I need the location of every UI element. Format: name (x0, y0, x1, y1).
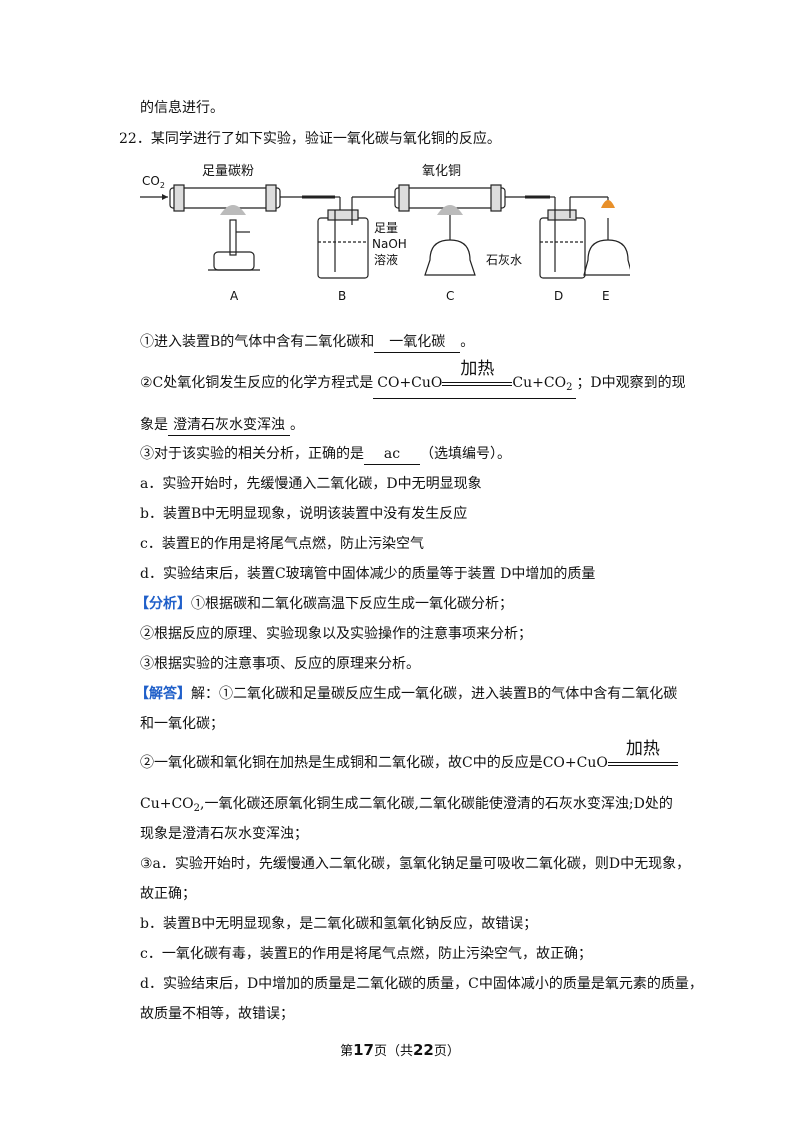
cuo-label: 氧化铜 (422, 164, 461, 179)
answer-blank-1: 一氧化碳 (374, 332, 461, 353)
sub-question-1: ①进入装置B的气体中含有二氧化碳和一氧化碳。 (140, 332, 474, 353)
analysis-1: 【分析】①根据碳和二氧化碳高温下反应生成一氧化碳分析； (135, 596, 513, 612)
page-footer: 第17页（共22页） (340, 1041, 460, 1059)
apparatus-figure: CO2 足量碳粉 氧化铜 足量 NaOH 溶液 石灰水 A B C D E (140, 164, 630, 303)
answer-blank-3: 澄清石灰水变浑浊 (168, 415, 290, 436)
label-c: C (446, 289, 454, 303)
continuation-line: 的信息进行。 (140, 100, 224, 116)
label-d: D (554, 289, 563, 303)
solution-tag: 【解答】 (135, 686, 191, 702)
equation-arrow: 加热 (442, 359, 513, 393)
label-b: B (338, 289, 346, 303)
total-pages: 22 (413, 1041, 434, 1059)
analysis-3: ③根据实验的注意事项、反应的原理来分析。 (140, 656, 420, 672)
solution-1-cont: 和一氧化碳； (140, 716, 224, 732)
sub-question-2-cont: 象是澄清石灰水变浑浊。 (140, 415, 304, 436)
option-d: d．实验结束后，装置C玻璃管中固体减少的质量等于装置 D中增加的质量 (140, 566, 596, 582)
carbon-label: 足量碳粉 (202, 164, 254, 179)
question-22-stem: 22．某同学进行了如下实验，验证一氧化碳与氧化铜的反应。 (119, 131, 501, 147)
limewater-label: 石灰水 (486, 253, 522, 267)
solution-7: d．实验结束后，D中增加的质量是二氧化碳的质量，C中固体减小的质量是氧元素的质量… (140, 976, 703, 992)
co2-label: CO2 (142, 174, 165, 190)
solution-4-cont: 故正确； (140, 886, 196, 902)
page-number: 17 (353, 1041, 374, 1059)
option-a: a．实验开始时，先缓慢通入二氧化碳，D中无明显现象 (140, 476, 482, 492)
label-e: E (602, 289, 610, 303)
option-c: c．装置E的作用是将尾气点燃，防止污染空气 (140, 536, 425, 552)
analysis-tag: 【分析】 (135, 596, 191, 612)
analysis-2: ②根据反应的原理、实验现象以及实验操作的注意事项来分析； (140, 626, 532, 642)
answer-blank-4: ac (364, 444, 420, 465)
naoh-label-1: 足量 (374, 221, 398, 235)
solution-3-cont: 现象是澄清石灰水变浑浊； (140, 826, 308, 842)
naoh-label-3: 溶液 (374, 252, 398, 267)
label-a: A (230, 289, 239, 303)
option-b: b．装置B中无明显现象，说明该装置中没有发生反应 (140, 506, 468, 522)
solution-6: c．一氧化碳有毒，装置E的作用是将尾气点燃，防止污染空气，故正确； (140, 946, 593, 962)
solution-7-cont: 故质量不相等，故错误； (140, 1006, 294, 1022)
equation-arrow-2: 加热 (607, 739, 678, 773)
naoh-label-2: NaOH (372, 237, 407, 251)
solution-3: Cu+CO2,一氧化碳还原氧化铜生成二氧化碳,二氧化碳能使澄清的石灰水变浑浊;D… (140, 796, 673, 814)
solution-5: b．装置B中无明显现象，是二氧化碳和氢氧化钠反应，故错误； (140, 916, 538, 932)
solution-1: 【解答】解：①二氧化碳和足量碳反应生成一氧化碳，进入装置B的气体中含有二氧化碳 (135, 686, 678, 702)
solution-4: ③a．实验开始时，先缓慢通入二氧化碳，氢氧化钠足量可吸收二氧化碳，则D中无现象， (140, 856, 691, 872)
